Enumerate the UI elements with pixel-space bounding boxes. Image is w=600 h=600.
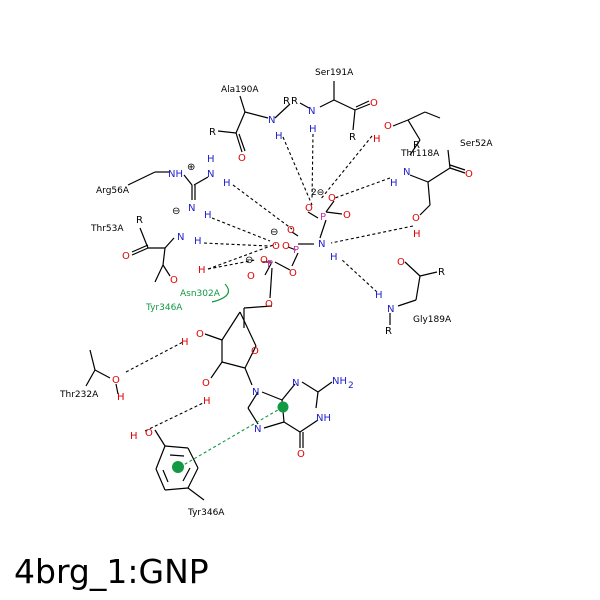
atom-r: R xyxy=(283,96,290,107)
atom-r: R xyxy=(385,326,392,337)
atom-o: O xyxy=(297,449,305,460)
atom-nh2-subscript: 2 xyxy=(348,381,354,391)
atom-h: H xyxy=(181,337,189,348)
atom-h: H xyxy=(194,236,202,247)
atom-charge-2minus: 2⊖ xyxy=(311,188,324,198)
atom-o: O xyxy=(282,241,290,252)
atom-h: H xyxy=(204,210,212,221)
atom-nh: NH xyxy=(168,169,183,180)
atom-nh2: NH xyxy=(332,376,347,387)
pi-stacking xyxy=(172,283,289,473)
atom-h: H xyxy=(223,178,231,189)
atom-o: O xyxy=(265,299,273,310)
atom-o: O xyxy=(122,251,130,262)
atom-n: N xyxy=(188,203,195,214)
atom-h: H xyxy=(207,154,215,165)
atom-h: H xyxy=(275,131,283,142)
atom-n: N xyxy=(254,424,261,435)
atom-charge-plus: ⊕ xyxy=(187,162,195,173)
atom-p: P xyxy=(267,259,273,270)
hydrogen-bonds xyxy=(125,133,414,432)
atom-o: O xyxy=(465,169,473,180)
atom-labels: R R R R R R R R N H N H N H NH N H H N H… xyxy=(112,96,473,460)
label-asn302a: Asn302A xyxy=(180,289,221,299)
label-tyr346a-bottom: Tyr346A xyxy=(187,508,225,518)
label-ser191a: Ser191A xyxy=(315,68,354,78)
residue-labels: Ala190A Ser191A Thr118A Ser52A Arg56A Th… xyxy=(59,68,493,518)
atom-p: P xyxy=(320,212,326,223)
label-tyr346a-top: Tyr346A xyxy=(145,303,183,313)
atom-charge-minus: ⊖ xyxy=(245,255,253,266)
label-arg56a: Arg56A xyxy=(96,186,130,196)
label-gly189a: Gly189A xyxy=(413,315,452,325)
figure-caption: 4brg_1:GNP xyxy=(14,552,209,591)
label-thr232a: Thr232A xyxy=(59,390,99,400)
atom-h: H xyxy=(203,396,211,407)
atom-o: O xyxy=(289,268,297,279)
atom-o: O xyxy=(397,257,405,268)
atom-p: P xyxy=(293,245,299,256)
label-thr118a: Thr118A xyxy=(400,149,440,159)
label-ala190a: Ala190A xyxy=(221,85,259,95)
atom-r: R xyxy=(349,132,356,143)
atom-h: H xyxy=(413,229,421,240)
atom-o: O xyxy=(370,98,378,109)
atom-h: H xyxy=(373,134,381,145)
atom-o: O xyxy=(384,121,392,132)
atom-o: O xyxy=(196,329,204,340)
atom-h: H xyxy=(198,265,206,276)
atom-o: O xyxy=(238,153,246,164)
atom-n: N xyxy=(403,167,410,178)
atom-n: N xyxy=(387,304,394,315)
atom-o: O xyxy=(112,375,120,386)
atom-h: H xyxy=(309,124,317,135)
atom-n: N xyxy=(207,169,214,180)
atom-n: N xyxy=(308,106,315,117)
atom-o: O xyxy=(272,241,280,252)
pi-centroid-guanine xyxy=(277,401,289,413)
atom-n: N xyxy=(318,239,325,250)
atom-o: O xyxy=(251,346,259,357)
atom-r: R xyxy=(413,140,420,151)
atom-o: O xyxy=(328,193,336,204)
atom-n: N xyxy=(252,387,259,398)
atom-r: R xyxy=(209,127,216,138)
atom-o: O xyxy=(202,378,210,389)
label-ser52a: Ser52A xyxy=(460,139,493,149)
atom-r: R xyxy=(136,215,143,226)
atom-n: N xyxy=(177,232,184,243)
hydrophobic-contact-arc xyxy=(211,283,229,303)
atom-r: R xyxy=(438,267,445,278)
atom-r: R xyxy=(291,96,298,107)
atom-o: O xyxy=(260,255,268,266)
atom-o: O xyxy=(412,213,420,224)
bond-skeleton xyxy=(85,81,466,501)
atom-charge-minus: ⊖ xyxy=(172,206,180,217)
atom-n: N xyxy=(292,378,299,389)
label-thr53a: Thr53A xyxy=(90,224,124,234)
atom-h: H xyxy=(390,178,398,189)
atom-charge-minus: ⊖ xyxy=(270,227,278,238)
atom-o: O xyxy=(247,271,255,282)
atom-o: O xyxy=(145,428,153,439)
atom-nh: NH xyxy=(316,413,331,424)
atom-h: H xyxy=(330,252,338,263)
pi-centroid-tyr xyxy=(172,461,184,473)
atom-h: H xyxy=(117,392,125,403)
atom-o: O xyxy=(287,225,295,236)
atom-o: O xyxy=(170,275,178,286)
atom-h: H xyxy=(130,431,138,442)
atom-h: H xyxy=(375,290,383,301)
atom-o: O xyxy=(305,203,313,214)
atom-n: N xyxy=(268,115,275,126)
atom-o: O xyxy=(343,210,351,221)
